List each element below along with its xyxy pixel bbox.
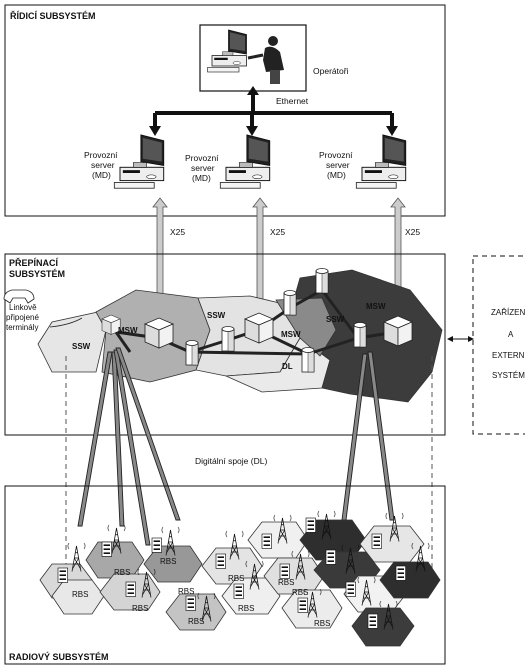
rbs-label-6: RBS	[188, 617, 204, 626]
server-1-label-1: Provozní	[84, 150, 118, 160]
cell-3	[85, 541, 145, 579]
rbs-label-8: RBS	[238, 604, 254, 613]
rbs-label-1: RBS	[72, 590, 88, 599]
x25-label-2: X25	[270, 227, 285, 237]
rbs-labels: RBS RBS RBS RBS RBS RBS RBS RBS RBS RBS …	[72, 557, 330, 628]
server-3-icon	[355, 134, 407, 189]
rbs-box-12	[325, 549, 337, 565]
server-2-label-3: (MD)	[192, 173, 211, 183]
server-2-label-1: Provozní	[185, 153, 219, 163]
dl-node-3	[283, 290, 297, 316]
external-label-3: EXTERN	[492, 351, 525, 360]
rbs-label-5: RBS	[178, 587, 194, 596]
server-1-label-3: (MD)	[92, 170, 111, 180]
cell-9	[247, 521, 309, 559]
control-subsystem-box	[4, 4, 446, 217]
ethernet-bus	[149, 86, 398, 136]
server-1-label-2: server	[91, 160, 115, 170]
rbs-box-14	[371, 533, 383, 549]
rbs-box-10	[297, 597, 309, 613]
msw-label-left: MSW	[118, 326, 138, 335]
dl-node-5	[301, 347, 315, 373]
ssw-node-mid	[244, 312, 274, 344]
phone-icon	[3, 289, 35, 304]
digital-links	[65, 347, 433, 572]
rbs-box-6	[215, 553, 227, 569]
switching-subsystem-title-1: PŘEPÍNACÍ	[9, 257, 59, 268]
server-1: Provozní server (MD)	[84, 134, 165, 189]
server-3-label-2: server	[326, 160, 350, 170]
ssw-label-right: SSW	[326, 315, 345, 324]
control-subsystem-title: ŘÍDICÍ SUBSYSTÉM	[10, 10, 96, 21]
server-1-icon	[113, 134, 165, 189]
rbs-box-4	[151, 537, 163, 553]
external-link-arrow	[447, 336, 474, 342]
rbs-box-13	[345, 581, 357, 597]
cell-17	[351, 607, 415, 647]
rbs-box-7	[233, 583, 245, 599]
server-2-label-2: server	[191, 163, 215, 173]
dl-node-4	[315, 268, 329, 294]
line-terminals: Linkově připojené terminály	[3, 289, 83, 332]
dl-node-2	[221, 326, 235, 352]
external-label-4: SYSTÉM	[492, 371, 525, 380]
msw-label-mid: MSW	[281, 330, 301, 339]
external-systems-box	[472, 255, 525, 435]
server-3: Provozní server (MD)	[319, 134, 407, 189]
external-label-2: A	[508, 330, 514, 339]
line-terminals-label-2: připojené	[6, 313, 39, 322]
switching-subsystem-title-2: SUBSYSTÉM	[9, 269, 65, 279]
operator-workstation-icon	[207, 29, 284, 84]
dl-node-6	[353, 322, 367, 348]
rbs-label-7: RBS	[228, 574, 244, 583]
x25-label-3: X25	[405, 227, 420, 237]
rbs-label-10: RBS	[292, 588, 308, 597]
ethernet-label: Ethernet	[276, 96, 309, 106]
rbs-label-4: RBS	[160, 557, 176, 566]
external-label-1: ZAŘÍZEN	[491, 308, 525, 317]
rbs-box-11	[305, 517, 317, 533]
server-2: Provozní server (MD)	[185, 134, 271, 189]
radio-subsystem-title: RADIOVÝ SUBSYSTÉM	[9, 651, 109, 662]
operators-label: Operátoři	[313, 66, 349, 76]
msw-label-right: MSW	[366, 302, 386, 311]
dl-node-1	[185, 340, 199, 366]
rbs-label-3: RBS	[132, 604, 148, 613]
rbs-box-5	[185, 595, 197, 611]
rbs-label-9: RBS	[278, 578, 294, 587]
rbs-box-2	[101, 541, 112, 557]
switching-subsystem-box	[4, 253, 446, 436]
server-2-icon	[219, 134, 271, 189]
dl-label: DL	[282, 362, 293, 371]
ssw-label-mid: SSW	[207, 311, 226, 320]
line-terminals-label-1: Linkově	[9, 303, 37, 312]
rbs-box-3	[125, 581, 137, 597]
server-3-label-3: (MD)	[327, 170, 346, 180]
msw-node-2	[144, 317, 174, 349]
msw-node-3	[383, 315, 413, 347]
server-3-label-1: Provozní	[319, 150, 353, 160]
rbs-label-2: RBS	[114, 568, 130, 577]
rbs-box-8	[261, 533, 273, 549]
ssw-label-left: SSW	[72, 342, 91, 351]
radio-subsystem-box	[4, 485, 446, 665]
rbs-label-11: RBS	[314, 619, 330, 628]
rbs-box-1	[57, 567, 68, 583]
line-terminals-label-3: terminály	[6, 323, 38, 332]
digital-links-label: Digitální spoje (DL)	[195, 456, 267, 466]
rbs-box-9	[279, 563, 291, 579]
rbs-box-16	[367, 613, 379, 629]
x25-label-1: X25	[170, 227, 185, 237]
rbs-box-15	[395, 565, 407, 581]
